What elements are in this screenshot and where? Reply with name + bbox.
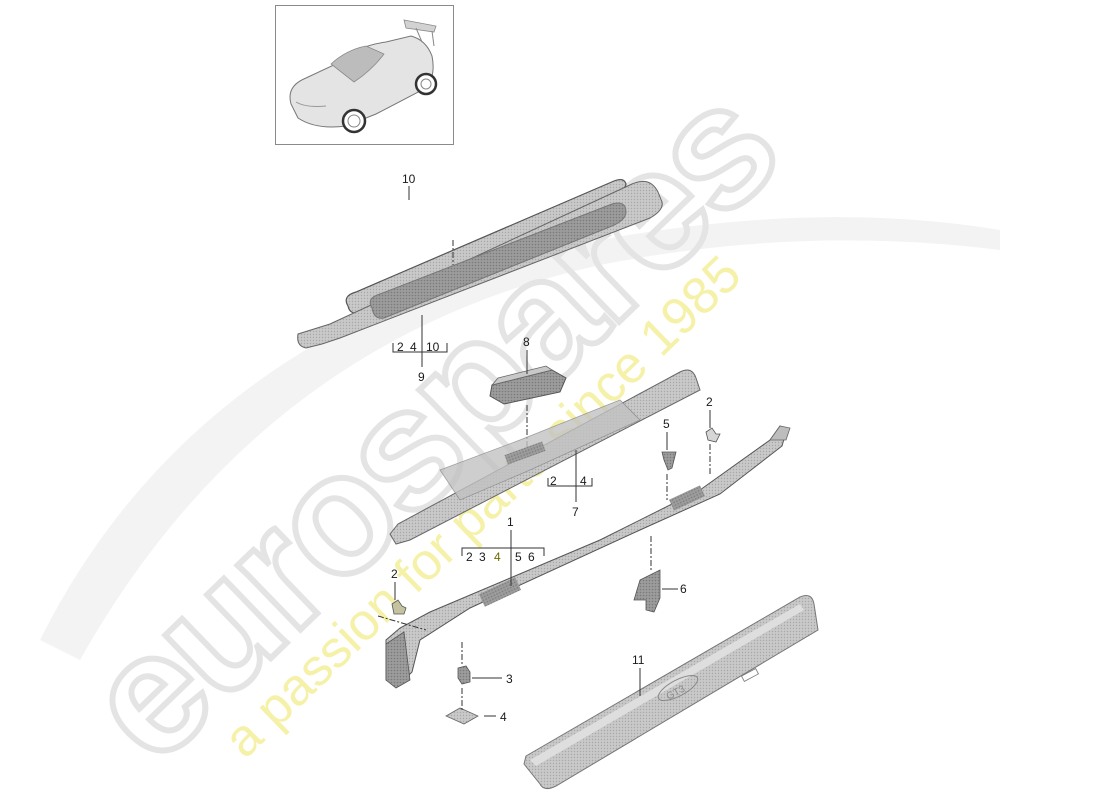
callout-8[interactable]: 8 [523, 335, 530, 349]
part-2-clip-left[interactable] [391, 599, 407, 615]
callout-4[interactable]: 4 [500, 710, 507, 724]
callout-1-sub-3: 3 [479, 550, 486, 564]
part-4-pad[interactable] [445, 707, 479, 725]
part-6-bracket[interactable] [633, 569, 661, 613]
callout-1-sub-6: 6 [528, 550, 535, 564]
callout-2-right[interactable]: 2 [706, 395, 713, 409]
callout-7-group-bracket [547, 450, 593, 502]
callout-1-sub-2: 2 [466, 550, 473, 564]
watermark-swoosh [40, 217, 1000, 660]
part-2-clip-right[interactable] [705, 427, 721, 443]
part-9-entrance-sill-trim[interactable] [297, 180, 663, 349]
callout-2-left[interactable]: 2 [391, 567, 398, 581]
callout-1-sub-4: 4 [494, 550, 501, 564]
callout-6[interactable]: 6 [680, 582, 687, 596]
leader-2-left [377, 615, 427, 631]
callout-9-sub-4: 4 [410, 340, 417, 354]
callout-5[interactable]: 5 [663, 417, 670, 431]
callout-3[interactable]: 3 [506, 672, 513, 686]
callout-9[interactable]: 9 [418, 370, 425, 384]
callout-1-sub-5: 5 [515, 550, 522, 564]
callout-10[interactable]: 10 [402, 172, 416, 186]
callout-9-group-bracket [392, 315, 448, 367]
part-5-rivet[interactable] [661, 451, 677, 471]
part-3-clip[interactable] [457, 665, 471, 685]
callout-1[interactable]: 1 [507, 515, 514, 529]
part-7-sill-trim[interactable] [389, 369, 701, 545]
callout-1-group-bracket [461, 530, 545, 586]
car-icon [289, 19, 438, 134]
callout-7-sub-4: 4 [580, 474, 587, 488]
part-11-sill-cover[interactable]: GT3 [523, 595, 819, 790]
callout-7-sub-2: 2 [550, 474, 557, 488]
part-8-insert[interactable] [489, 365, 567, 405]
vehicle-thumbnail [275, 5, 454, 145]
callout-9-sub-2: 2 [397, 340, 404, 354]
callout-11[interactable]: 11 [632, 653, 645, 667]
callout-7[interactable]: 7 [572, 505, 579, 519]
callout-9-sub-10: 10 [426, 340, 440, 354]
